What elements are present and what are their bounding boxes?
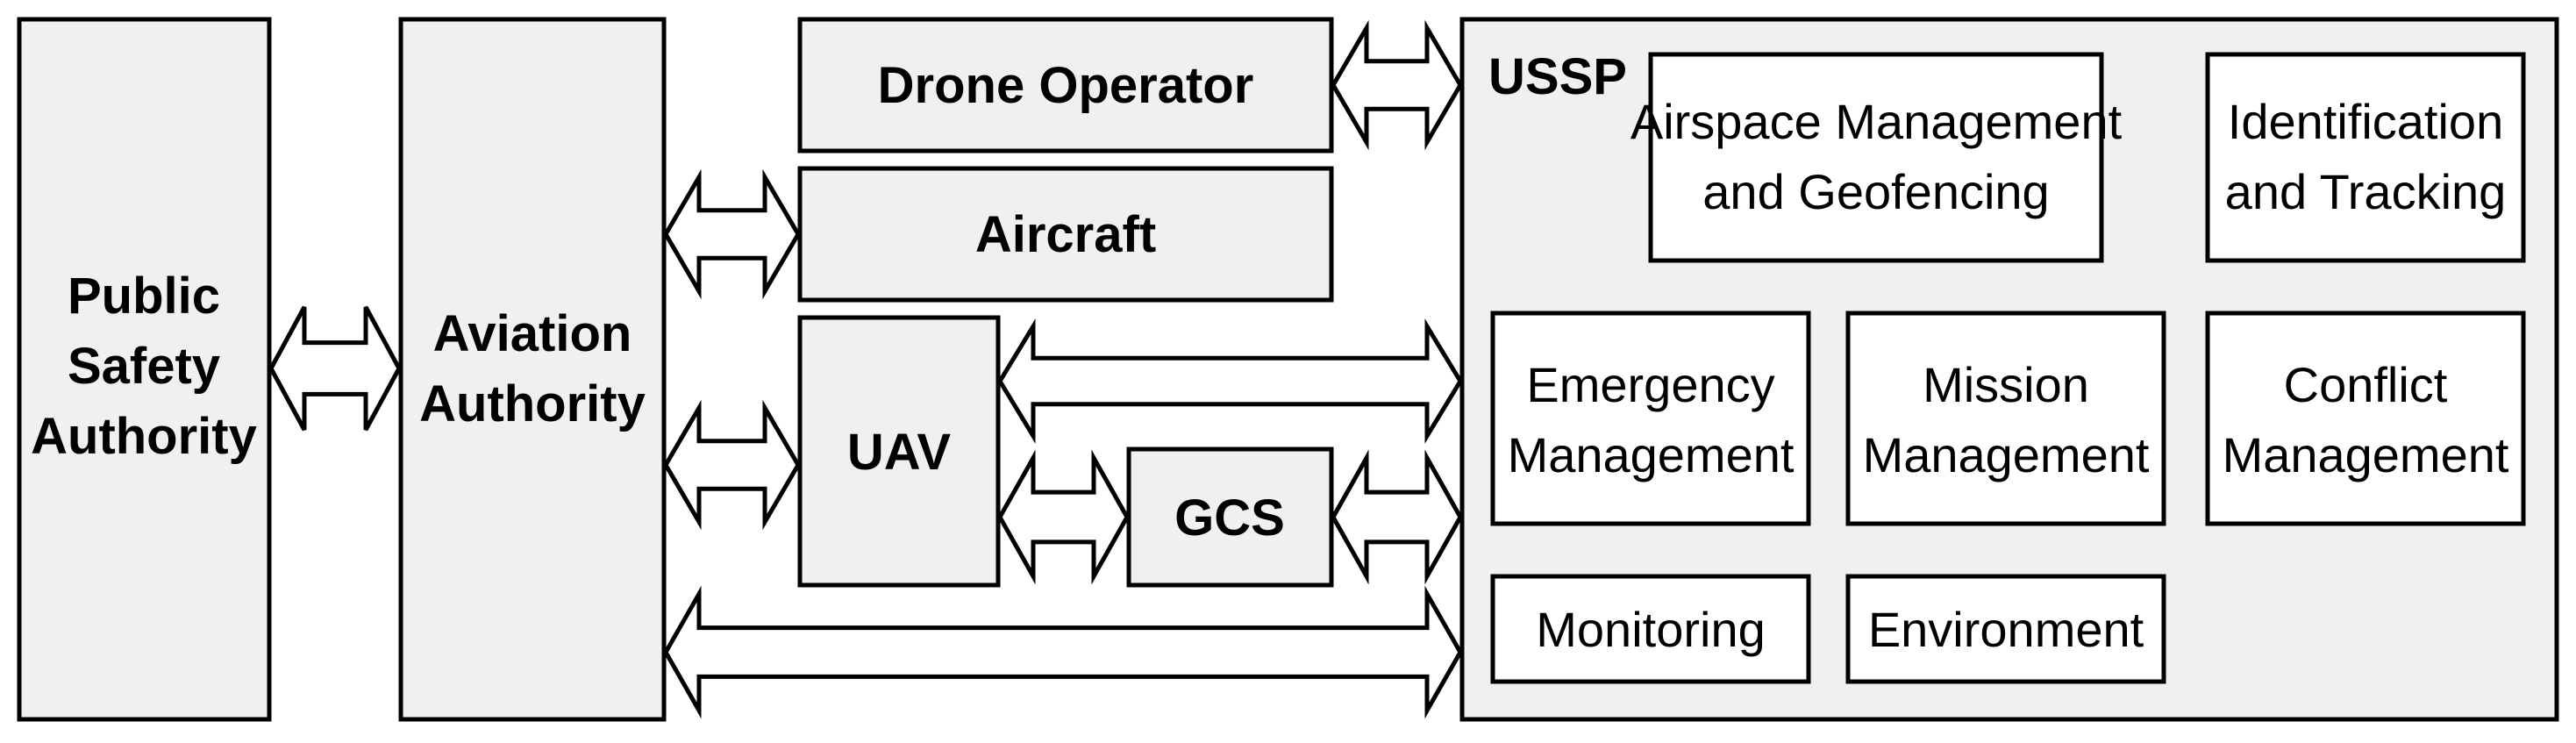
monitoring-label: Monitoring (1536, 602, 1765, 657)
environment-label: Environment (1868, 602, 2144, 657)
module-emergency-box (1490, 311, 1811, 526)
public-safety-authority-box (17, 17, 272, 722)
module-mission-box (1845, 311, 2166, 526)
mission-label-line1: Mission (1923, 357, 2089, 412)
module-conflict-box (2205, 311, 2526, 526)
gcs-box (1126, 447, 1334, 588)
uav-box (797, 315, 1001, 588)
arrow-uav-ussp (997, 318, 1463, 444)
arrow-gcs-ussp (1331, 449, 1463, 585)
airspace-label-line1: Airspace Management (1631, 94, 2123, 149)
identification-label-line1: Identification (2228, 94, 2503, 149)
connection-arrows (268, 19, 1463, 719)
public-safety-label-line3: Authority (31, 408, 257, 465)
aviation-label-line2: Authority (419, 375, 646, 432)
drone-operator-label: Drone Operator (878, 57, 1254, 114)
gcs-label: GCS (1174, 489, 1285, 547)
module-environment-box (1845, 574, 2166, 684)
arrow-drone-operator-ussp (1331, 19, 1463, 151)
aircraft-box (797, 166, 1334, 303)
public-safety-label-line2: Safety (68, 338, 220, 395)
module-airspace-box (1648, 52, 2104, 263)
arrow-public-safety-aviation (268, 305, 402, 432)
emergency-label-line2: Management (1508, 427, 1795, 482)
arrow-aviation-ussp (663, 585, 1463, 719)
ussp-title: USSP (1488, 48, 1627, 105)
emergency-label-line1: Emergency (1526, 357, 1774, 412)
airspace-label-line2: and Geofencing (1702, 164, 2049, 219)
aircraft-label: Aircraft (975, 206, 1156, 263)
module-monitoring-box (1490, 574, 1811, 684)
public-safety-label-line1: Public (68, 268, 220, 325)
aviation-label-line1: Aviation (433, 305, 632, 362)
arrow-aviation-uav (663, 399, 801, 531)
module-identification-box (2205, 52, 2526, 263)
arrow-uav-gcs (997, 449, 1130, 585)
arrow-aviation-aircraft (663, 168, 801, 300)
conflict-label-line2: Management (2223, 427, 2509, 482)
aviation-authority-box (398, 17, 667, 722)
mission-label-line2: Management (1863, 427, 2150, 482)
identification-label-line2: and Tracking (2225, 164, 2507, 219)
uav-label: UAV (847, 424, 951, 481)
conflict-label-line1: Conflict (2284, 357, 2448, 412)
drone-operator-box (797, 17, 1334, 154)
